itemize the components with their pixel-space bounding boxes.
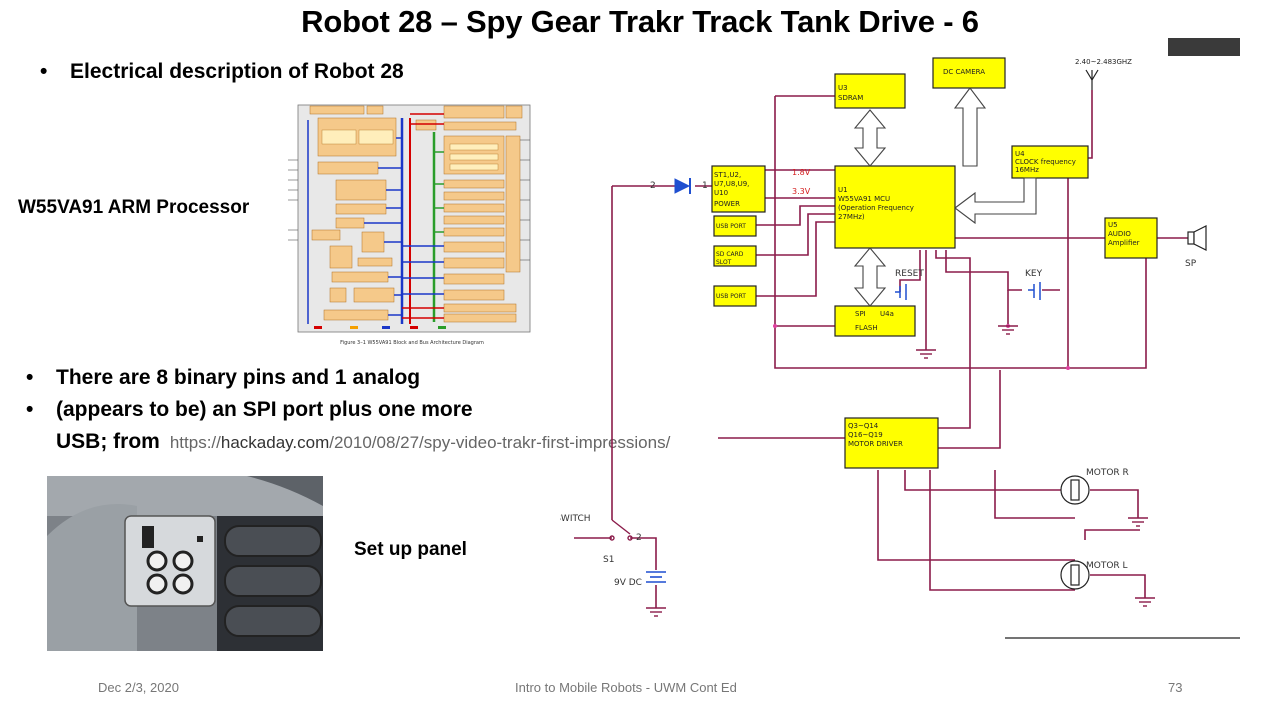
usb-port-1 [713, 215, 757, 237]
diode [674, 178, 691, 194]
corner-bar [1168, 38, 1240, 56]
w55va91-block-diagram: Figure 3–1 W55VA91 Block and Bus Archite… [284, 100, 540, 353]
clock-label: CLOCK frequency [1015, 158, 1076, 166]
mcu-label: W55VA91 MCU [838, 195, 890, 203]
bullet-dot: • [26, 398, 34, 421]
bullet-text: (appears to be) an SPI port plus one mor… [56, 398, 473, 421]
dc-camera-label: DC CAMERA [943, 68, 985, 76]
audio-amplifier-chip [1104, 217, 1158, 259]
bullet-usb-source: USB; from https://hackaday.com/2010/08/27… [56, 430, 670, 454]
setup-panel-photo [47, 476, 323, 651]
motor-l-label: MOTOR L [1086, 561, 1128, 571]
bullet-dot: • [40, 60, 48, 83]
bullet-text: Electrical description of Robot 28 [70, 60, 404, 83]
spi-label: SPI [855, 310, 866, 318]
antenna-label: 2.40~2.483GHZ [1075, 58, 1132, 66]
motor-l-icon [1060, 560, 1090, 590]
u3-label: U3 [838, 84, 848, 92]
footer-course: Intro to Mobile Robots - UWM Cont Ed [515, 680, 737, 695]
reset-label: RESET [895, 269, 924, 279]
block-diagram-caption: Figure 3–1 W55VA91 Block and Bus Archite… [340, 340, 484, 346]
motor-r-icon [1060, 475, 1090, 505]
processor-label: W55VA91 ARM Processor [18, 197, 250, 218]
dc-camera-block [932, 57, 1006, 89]
speaker-icon [1187, 225, 1207, 251]
v18-label: 1.8V [792, 168, 811, 177]
sd-card-label: SD CARD [716, 251, 744, 258]
battery-icon [646, 571, 666, 583]
bullet-binary-pins: • There are 8 binary pins and 1 analog [26, 366, 420, 390]
usb-port-1-label: USB PORT [716, 223, 746, 230]
u1-label: U1 [838, 186, 848, 194]
setup-panel-label: Set up panel [354, 539, 467, 560]
motor-driver-chip [844, 417, 939, 469]
diode-pin-1: 1 [702, 181, 708, 191]
mcu-chip [834, 165, 956, 249]
power-switch-label: POWER SWITCH [560, 514, 591, 524]
speaker-label: SP [1185, 259, 1197, 269]
power-switch-icon [609, 519, 633, 541]
sd-card-slot [713, 245, 757, 267]
motor-r-label: MOTOR R [1086, 468, 1129, 478]
u4-label: U4 [1015, 150, 1025, 158]
bullet-dot: • [26, 366, 34, 389]
url-domain: hackaday.com [220, 433, 330, 452]
trakr-schematic: 2.40~2.483GHZ DC CAMERA U3 SDRAM ST1,U2,… [560, 38, 1240, 639]
power-label-4: POWER [714, 200, 740, 208]
motor-driver-label: MOTOR DRIVER [848, 440, 903, 448]
q-label: Q3~Q14 [848, 422, 879, 430]
switch-pin-2: 2 [636, 533, 642, 543]
footer-page-number: 73 [1168, 680, 1183, 695]
q2-label: Q16~Q19 [848, 431, 883, 439]
v33-label: 3.3V [792, 187, 811, 196]
source-link[interactable]: https://hackaday.com/2010/08/27/spy-vide… [170, 433, 670, 452]
url-path: /2010/08/27/spy-video-trakr-first-impres… [329, 433, 671, 452]
power-label-2: U7,U8,U9, [714, 180, 749, 188]
key-label: KEY [1025, 269, 1043, 279]
bullet-text: There are 8 binary pins and 1 analog [56, 366, 421, 389]
clock-chip [1011, 145, 1089, 179]
usb-port-2-label: USB PORT [716, 293, 746, 300]
slide-title: Robot 28 – Spy Gear Trakr Track Tank Dri… [301, 4, 979, 39]
amplifier-label: Amplifier [1108, 239, 1140, 247]
s1-label: S1 [603, 555, 614, 565]
power-label-3: U10 [714, 189, 728, 197]
bullet-text: USB; from [56, 430, 160, 453]
junction-dots [773, 324, 1070, 370]
mcu-freq-label: (Operation Frequency [838, 204, 914, 212]
diode-pin-2: 2 [650, 181, 656, 191]
slot-label: SLOT [716, 259, 732, 266]
sdram-label: SDRAM [838, 94, 863, 102]
audio-label: AUDIO [1108, 230, 1131, 238]
flash-label: FLASH [855, 324, 878, 332]
power-regulator-chip [711, 165, 766, 213]
usb-port-2 [713, 285, 757, 307]
spi-flash-chip [834, 305, 916, 337]
schematic-wires [574, 90, 1188, 608]
u4a-label: U4a [880, 310, 894, 318]
bullet-electrical: • Electrical description of Robot 28 [40, 60, 404, 84]
u5-label: U5 [1108, 221, 1118, 229]
mcu-freq-label-2: 27MHz) [838, 213, 865, 221]
bullet-spi-port: • (appears to be) an SPI port plus one mo… [26, 398, 473, 422]
power-label-1: ST1,U2, [714, 171, 741, 179]
key-button-icon [1028, 282, 1041, 300]
vdc-label: 9V DC [614, 578, 642, 588]
sdram-chip [834, 73, 906, 109]
antenna-icon [1085, 69, 1099, 90]
url-prefix: https:// [169, 433, 221, 452]
clock-label-2: 16MHz [1015, 166, 1039, 174]
ground-symbols [646, 325, 1155, 617]
bus-arrows [853, 87, 1037, 307]
reset-button-icon [895, 284, 907, 300]
footer-date: Dec 2/3, 2020 [98, 680, 179, 695]
